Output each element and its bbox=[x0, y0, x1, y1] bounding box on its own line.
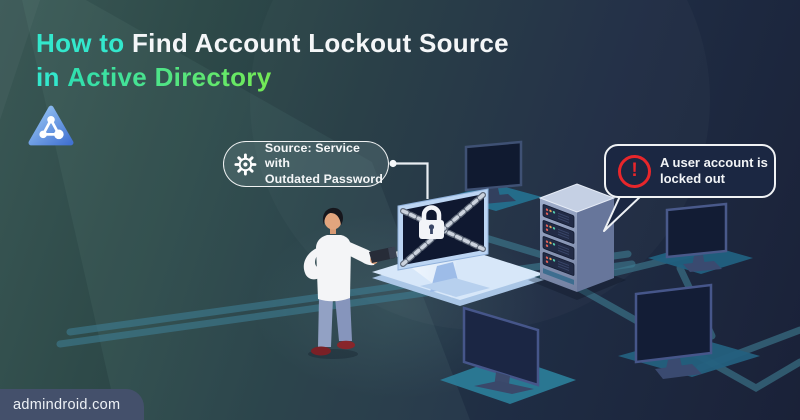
site-badge: admindroid.com bbox=[0, 389, 145, 420]
callout-connector bbox=[389, 159, 429, 199]
right-arm bbox=[342, 240, 377, 266]
site-name: admindroid.com bbox=[13, 396, 121, 413]
padlock-icon bbox=[419, 205, 444, 239]
admindroid-logo bbox=[28, 105, 74, 146]
title-accent: How to bbox=[36, 28, 132, 58]
workstation-monitor-bottom-back bbox=[462, 306, 540, 394]
title-line-1: How to Find Account Lockout Source bbox=[36, 26, 509, 60]
server-base-strip bbox=[543, 268, 574, 285]
right-leg bbox=[335, 297, 352, 341]
exclamation-mark: ! bbox=[631, 159, 638, 181]
gear-icon bbox=[234, 153, 257, 175]
alert-line-1: A user account is bbox=[660, 154, 768, 170]
workstation-monitor-bottom-right bbox=[634, 283, 713, 379]
workstation-monitor-right bbox=[665, 202, 728, 272]
person-with-flashlight bbox=[303, 207, 397, 359]
server-leds bbox=[545, 208, 556, 263]
alert-icon: ! bbox=[618, 154, 651, 188]
page-title: How to Find Account Lockout Source in Ac… bbox=[36, 26, 509, 94]
source-callout-text: Source: Service with Outdated Password bbox=[265, 141, 388, 188]
server-rack bbox=[528, 183, 626, 300]
lockout-alert-text: A user account is locked out bbox=[660, 155, 768, 188]
source-line-1: Source: Service with bbox=[264, 140, 361, 171]
title-bold: Find Account Lockout Source bbox=[131, 28, 509, 58]
left-leg bbox=[318, 297, 333, 347]
title-line-2: in Active Directory bbox=[36, 60, 509, 94]
title-highlight: Active Directory bbox=[67, 62, 272, 92]
left-shoe bbox=[311, 346, 331, 356]
flashlight bbox=[369, 247, 395, 263]
alert-line-2: locked out bbox=[660, 171, 726, 186]
lockout-alert: ! A user account is locked out bbox=[604, 144, 776, 198]
neck bbox=[330, 228, 336, 234]
monitor-base bbox=[420, 278, 490, 297]
right-shoe bbox=[337, 340, 355, 350]
title-accent: in bbox=[36, 62, 68, 92]
source-line-2: Outdated Password bbox=[264, 171, 383, 186]
server-vents bbox=[558, 212, 569, 271]
locked-monitor bbox=[397, 188, 490, 297]
head bbox=[324, 212, 342, 230]
source-callout: Source: Service with Outdated Password bbox=[223, 141, 389, 187]
